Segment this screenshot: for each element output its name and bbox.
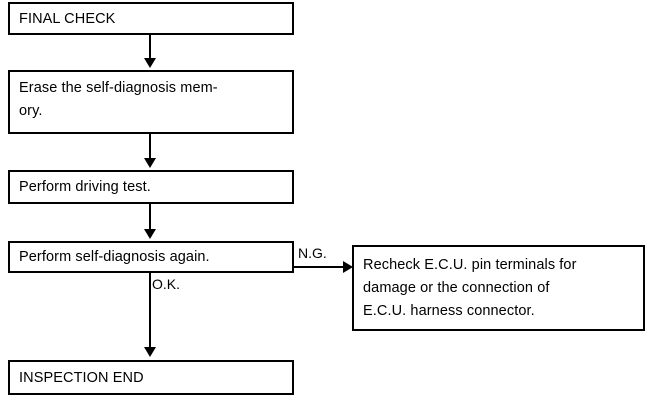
node-erase-memory-label: Erase the self-diagnosis mem- ory. — [19, 80, 218, 119]
connector-self-diagnosis-to-inspection-end — [149, 273, 151, 350]
edge-label-ng: N.G. — [298, 245, 327, 261]
node-driving-test: Perform driving test. — [8, 170, 294, 204]
node-final-check: FINAL CHECK — [8, 2, 294, 35]
node-driving-test-label: Perform driving test. — [19, 179, 151, 196]
node-recheck-ecu-label: Recheck E.C.U. pin terminals for damage … — [363, 257, 577, 319]
node-erase-memory: Erase the self-diagnosis mem- ory. — [8, 70, 294, 134]
node-self-diagnosis-label: Perform self-diagnosis again. — [19, 249, 210, 266]
arrow-down-icon — [144, 347, 156, 357]
arrow-right-icon — [343, 261, 353, 273]
node-recheck-ecu: Recheck E.C.U. pin terminals for damage … — [352, 245, 645, 331]
connector-self-diagnosis-to-recheck-ecu — [293, 266, 345, 268]
connector-final-check-to-erase-memory — [149, 35, 151, 60]
node-inspection-end-label: INSPECTION END — [19, 369, 144, 386]
connector-erase-memory-to-driving-test — [149, 134, 151, 160]
arrow-down-icon — [144, 58, 156, 68]
arrow-down-icon — [144, 229, 156, 239]
arrow-down-icon — [144, 158, 156, 168]
node-inspection-end: INSPECTION END — [8, 360, 294, 395]
node-self-diagnosis: Perform self-diagnosis again. — [8, 241, 294, 273]
node-final-check-label: FINAL CHECK — [19, 10, 116, 27]
edge-label-ok: O.K. — [152, 276, 181, 292]
connector-driving-test-to-self-diagnosis — [149, 204, 151, 231]
